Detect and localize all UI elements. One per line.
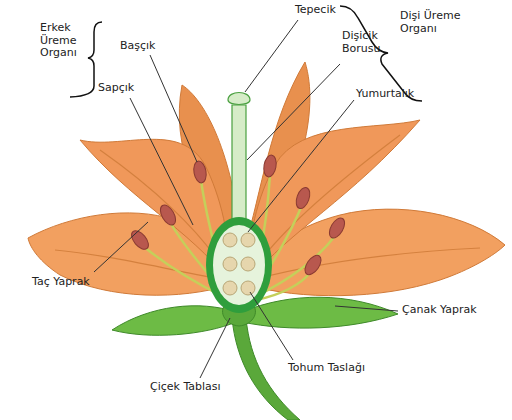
- petal: [249, 120, 420, 280]
- part-label: Çanak Yaprak: [402, 304, 477, 317]
- part-label: Dişi Üreme Organı: [400, 10, 466, 35]
- stigma: [228, 93, 250, 105]
- part-label: Erkek Üreme Organı: [40, 22, 88, 60]
- ovary-cavity: [213, 225, 265, 305]
- part-label: Sapçık: [98, 82, 134, 95]
- ovary: [206, 217, 272, 313]
- style: [232, 105, 246, 225]
- leader-lines: [94, 20, 398, 378]
- part-label: Yumurtalık: [356, 88, 414, 101]
- sepal: [112, 306, 236, 336]
- part-label: Başçık: [120, 40, 156, 53]
- part-label: Dişicik Borusu: [342, 30, 398, 55]
- part-label: Taç Yaprak: [32, 276, 90, 289]
- group-bracket: [70, 22, 102, 97]
- sepal: [242, 297, 398, 328]
- ovules: [223, 233, 255, 295]
- part-label: Çiçek Tablası: [150, 381, 221, 394]
- petal-vein: [252, 248, 480, 280]
- part-label: Tepecik: [295, 4, 336, 17]
- part-label: Tohum Taslağı: [288, 362, 365, 375]
- petal-vein: [254, 135, 400, 270]
